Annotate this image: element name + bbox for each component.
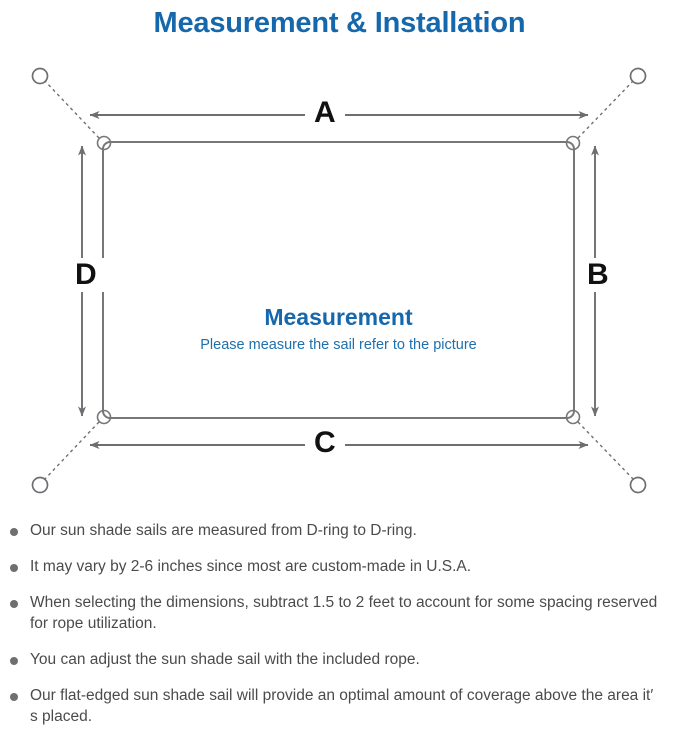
dimension-label-a: A <box>305 96 345 130</box>
sail-rectangle <box>102 141 575 419</box>
page-header: Measurement & Installation <box>0 0 679 46</box>
list-item: Our sun shade sails are measured from D-… <box>0 521 679 542</box>
sail-measurement-diagram: A C D B Measurement Please measure the s… <box>0 50 679 520</box>
corner-arc-bottom-right <box>566 410 575 419</box>
corner-arc-top-left <box>102 141 111 150</box>
note-text: Our sun shade sails are measured from D-… <box>30 522 417 539</box>
page-title: Measurement & Installation <box>153 6 526 39</box>
note-text: Our flat-edged sun shade sail will provi… <box>30 686 654 725</box>
anchor-ring-top-left <box>31 67 49 85</box>
d-ring-top-left <box>96 135 112 151</box>
rope-line-top-left <box>43 79 100 139</box>
dimension-label-d: D <box>66 258 106 292</box>
d-ring-top-right <box>565 135 581 151</box>
bullet-icon <box>10 599 18 608</box>
list-item: You can adjust the sun shade sail with t… <box>0 650 679 671</box>
dimension-label-c: C <box>305 426 345 460</box>
bullet-icon <box>10 563 18 572</box>
d-ring-bottom-left <box>96 409 112 425</box>
corner-arc-bottom-left <box>102 410 111 419</box>
anchor-ring-bottom-left <box>31 476 49 494</box>
anchor-ring-top-right <box>629 67 647 85</box>
d-ring-bottom-right <box>565 409 581 425</box>
dimension-label-b: B <box>578 258 618 292</box>
bullet-icon <box>10 692 18 701</box>
note-text: It may vary by 2-6 inches since most are… <box>30 557 472 575</box>
corner-arc-top-right <box>566 141 575 150</box>
notes-list: Our sun shade sails are measured from D-… <box>0 521 679 742</box>
rope-line-bottom-left <box>43 421 100 481</box>
list-item: It may vary by 2-6 inches since most are… <box>0 557 679 578</box>
rope-line-top-right <box>577 79 635 139</box>
list-item: When selecting the dimensions, subtract … <box>0 593 679 635</box>
note-text: When selecting the dimensions, subtract … <box>30 593 658 632</box>
diagram-svg <box>31 67 647 494</box>
list-item: Our flat-edged sun shade sail will provi… <box>0 686 679 728</box>
rope-line-bottom-right <box>577 421 635 481</box>
bullet-icon <box>10 656 18 665</box>
note-text: You can adjust the sun shade sail with t… <box>30 650 420 668</box>
bullet-icon <box>10 528 18 536</box>
anchor-ring-bottom-right <box>629 476 647 494</box>
